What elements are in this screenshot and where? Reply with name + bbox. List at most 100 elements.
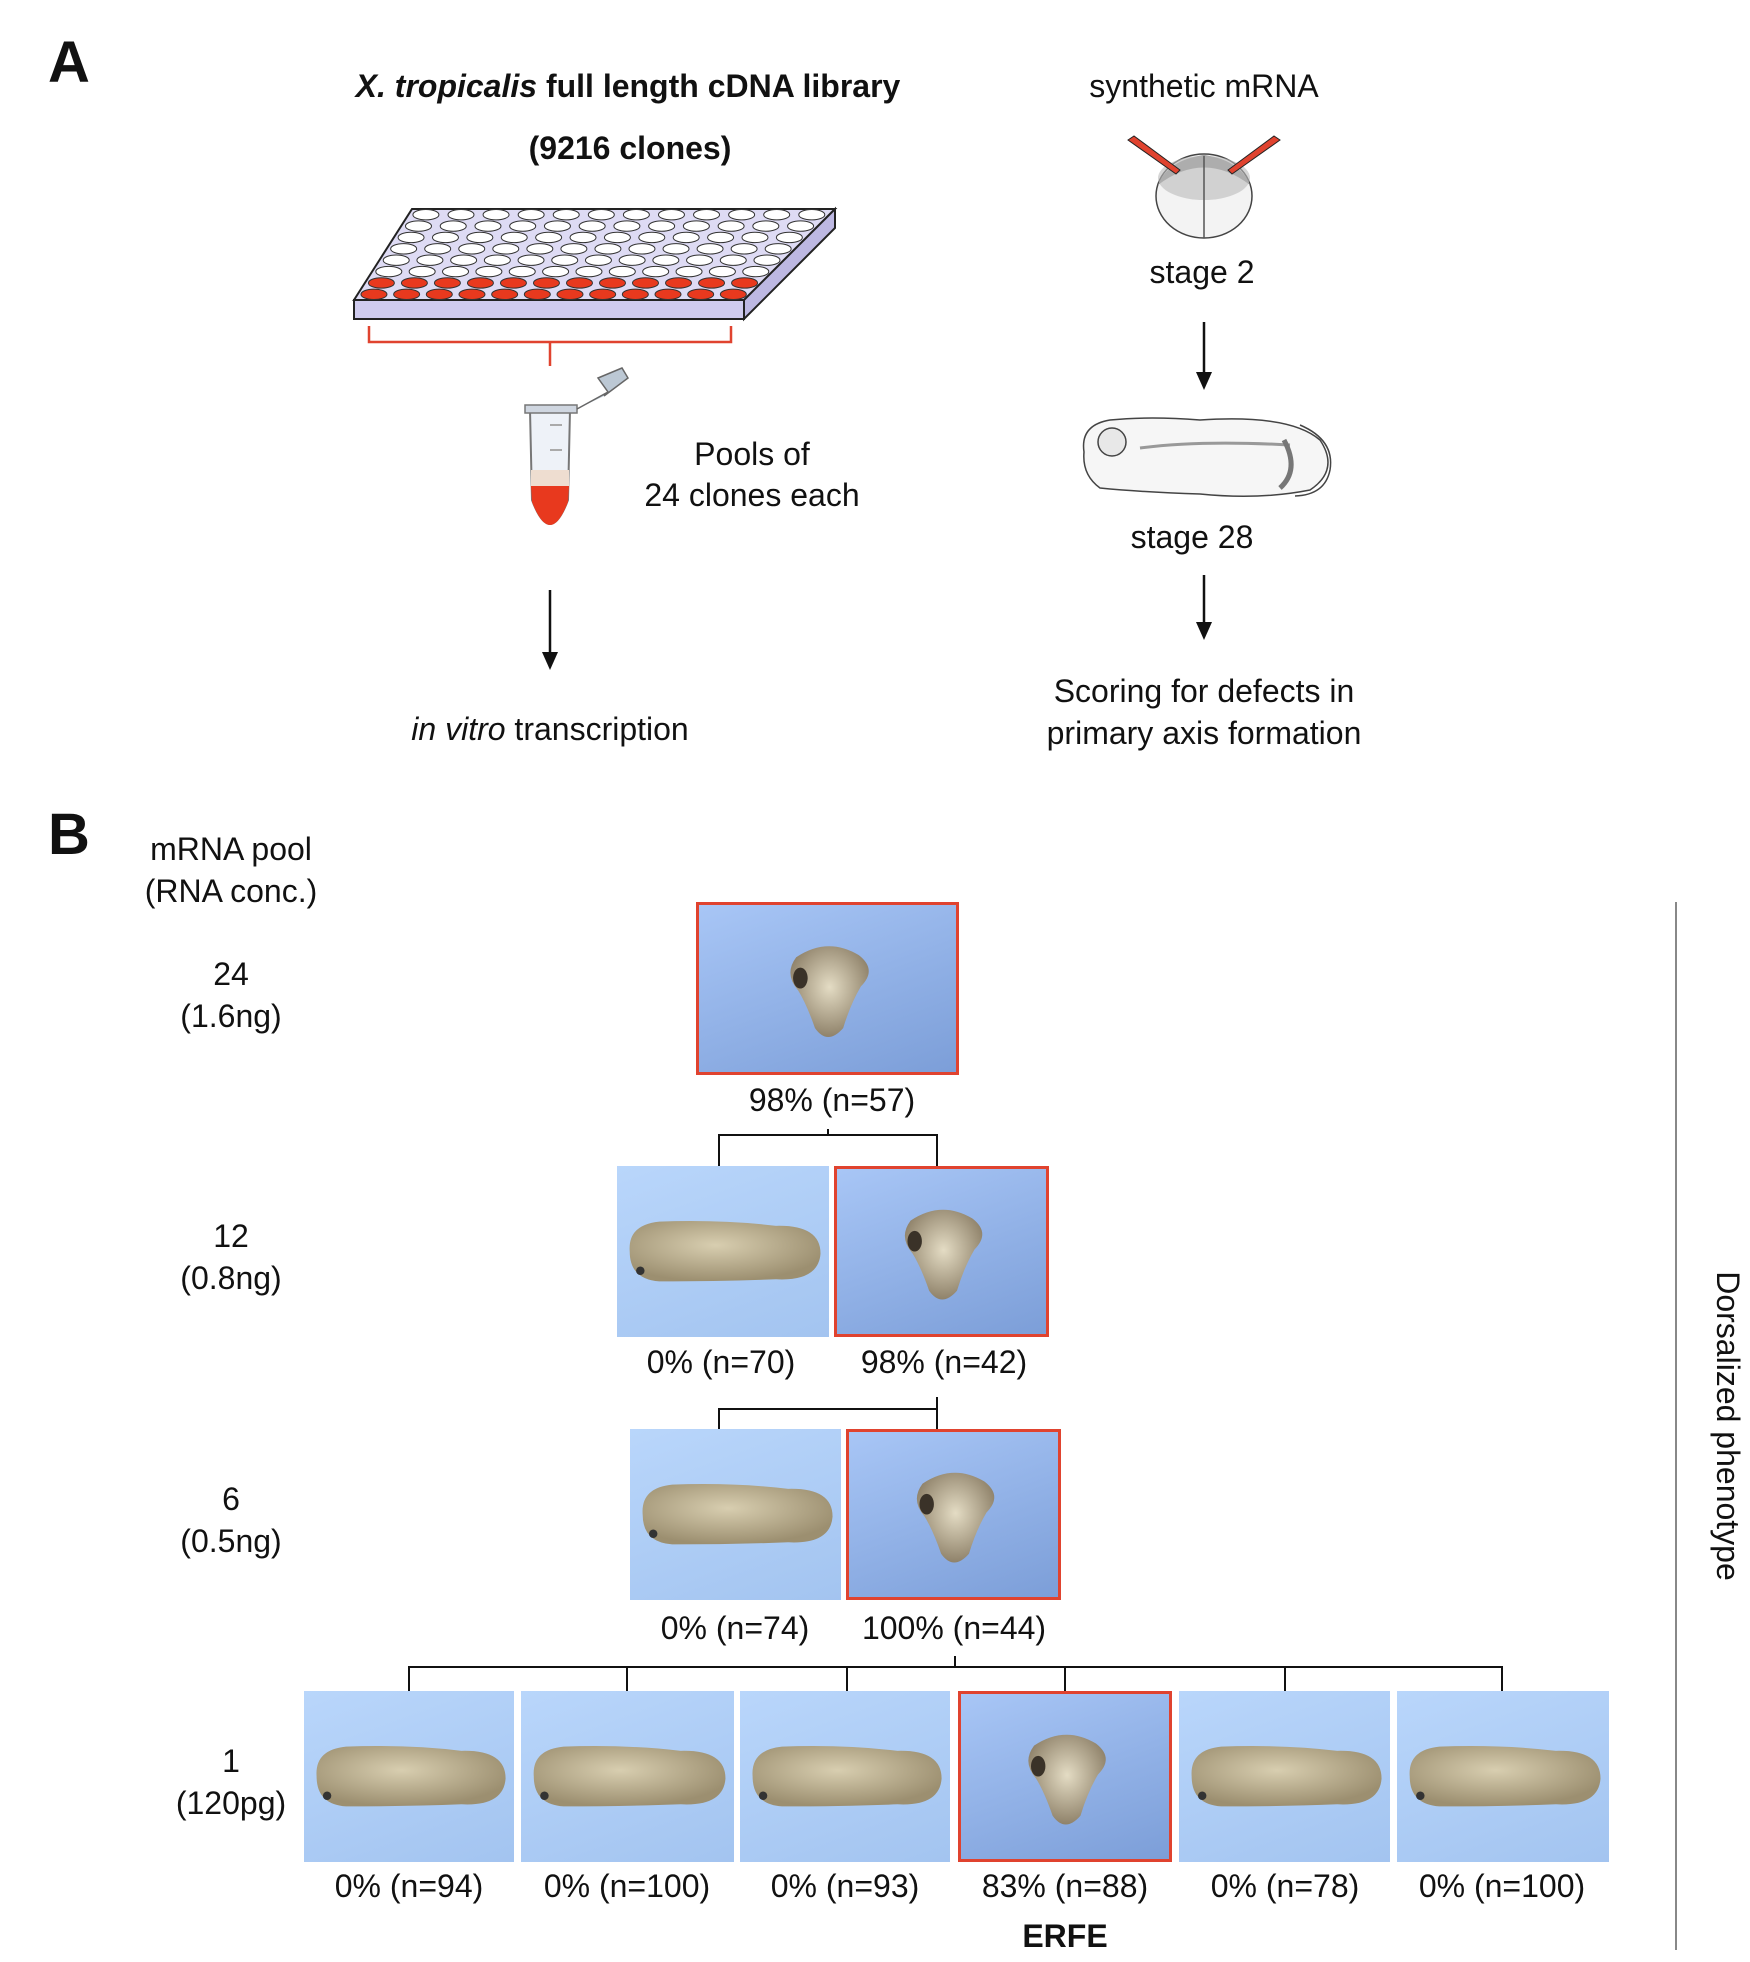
well-filled <box>425 288 453 301</box>
embryo-photo-normal <box>630 1429 841 1600</box>
embryo-photo-normal <box>1179 1691 1390 1862</box>
well-empty <box>787 220 815 232</box>
well-empty <box>424 243 452 255</box>
phenotype-percentage: 98% (n=42) <box>860 1344 1028 1380</box>
pools-line2: 24 clones each <box>644 477 860 513</box>
well-empty <box>578 220 606 232</box>
well-empty <box>552 208 580 221</box>
well-filled <box>523 288 551 301</box>
well-empty <box>408 265 436 278</box>
well-empty <box>708 265 736 278</box>
well-empty <box>560 243 588 255</box>
well-filled <box>665 277 693 289</box>
plate-icon <box>352 206 838 322</box>
pool-bracket <box>367 326 733 366</box>
scoring-line2: primary axis formation <box>1046 715 1362 751</box>
arrow-down-icon <box>542 590 558 670</box>
well-empty <box>642 265 670 278</box>
well-empty <box>587 208 615 221</box>
well-empty <box>412 208 440 221</box>
well-empty <box>390 243 418 255</box>
well-empty <box>696 243 724 255</box>
rna-conc: (1.6ng) <box>180 998 282 1034</box>
well-empty <box>416 254 444 266</box>
well-empty <box>482 208 510 221</box>
well-filled <box>532 277 560 289</box>
well-empty <box>652 254 680 266</box>
well-filled <box>731 277 759 289</box>
phenotype-percentage: 0% (n=94) <box>334 1868 484 1904</box>
well-empty <box>508 265 536 278</box>
scoring-line1: Scoring for defects in <box>1053 673 1355 709</box>
well-filled <box>400 277 428 289</box>
embryo-photo-normal <box>1397 1691 1609 1862</box>
stage2-embryo-icon <box>1127 135 1281 239</box>
well-empty <box>500 231 528 244</box>
well-empty <box>517 254 545 266</box>
well-empty <box>382 254 410 266</box>
well-empty <box>608 265 636 278</box>
well-empty <box>753 254 781 266</box>
phenotype-percentage: 0% (n=93) <box>770 1868 920 1904</box>
well-empty <box>584 254 612 266</box>
row-label: 12(0.8ng) <box>180 1215 281 1299</box>
tube-icon <box>524 367 629 525</box>
well-empty <box>603 231 631 244</box>
well-empty <box>466 231 494 244</box>
panel-a-drawings <box>352 135 1332 670</box>
rna-conc: (0.5ng) <box>180 1523 282 1559</box>
well-empty <box>442 265 470 278</box>
pool-header: mRNA pool (RNA conc.) <box>145 828 317 912</box>
well-filled <box>466 277 494 289</box>
well-filled <box>654 288 682 301</box>
gene-name-label: ERFE <box>1022 1918 1108 1954</box>
well-empty <box>728 208 756 221</box>
row-label: 1(120pg) <box>176 1740 286 1824</box>
well-filled <box>360 288 388 301</box>
embryo-photo-normal <box>304 1691 514 1862</box>
well-filled <box>698 277 726 289</box>
well-empty <box>569 231 597 244</box>
well-filled <box>589 288 617 301</box>
phenotype-percentage: 98% (n=57) <box>748 1082 916 1118</box>
library-title-rest: full length cDNA library <box>537 68 901 104</box>
pool-size: 12 <box>213 1218 249 1254</box>
arrow-down-icon <box>1196 575 1212 640</box>
transcription-label: in vitro transcription <box>411 713 688 745</box>
well-empty <box>693 208 721 221</box>
well-empty <box>682 220 710 232</box>
embryo-photo-dorsalized <box>834 1166 1049 1337</box>
well-empty <box>672 231 700 244</box>
well-empty <box>763 208 791 221</box>
well-empty <box>594 243 622 255</box>
well-filled <box>719 288 747 301</box>
embryo-photo-normal <box>617 1166 829 1337</box>
clone-count: (9216 clones) <box>528 130 732 166</box>
well-empty <box>474 220 502 232</box>
embryo-photo-dorsalized <box>846 1429 1061 1600</box>
well-empty <box>622 208 650 221</box>
well-filled <box>565 277 593 289</box>
well-empty <box>752 220 780 232</box>
well-empty <box>675 265 703 278</box>
well-empty <box>618 254 646 266</box>
embryo-photo-dorsalized <box>958 1691 1172 1862</box>
well-empty <box>535 231 563 244</box>
well-filled <box>687 288 715 301</box>
scoring-description: Scoring for defects in primary axis form… <box>1047 670 1362 754</box>
phenotype-percentage: 0% (n=78) <box>1210 1868 1360 1904</box>
pools-line1: Pools of <box>694 436 810 472</box>
well-empty <box>542 265 570 278</box>
well-filled <box>556 288 584 301</box>
well-filled <box>632 277 660 289</box>
well-empty <box>450 254 478 266</box>
well-filled <box>598 277 626 289</box>
embryo-photo-normal <box>740 1691 950 1862</box>
stage-28-label: stage 28 <box>1130 519 1254 555</box>
well-empty <box>439 220 467 232</box>
pool-size: 24 <box>213 956 249 992</box>
dorsalized-phenotype-label: Dorsalized phenotype <box>1710 1271 1746 1581</box>
well-empty <box>686 254 714 266</box>
row-label: 6(0.5ng) <box>180 1478 281 1562</box>
well-empty <box>628 243 656 255</box>
